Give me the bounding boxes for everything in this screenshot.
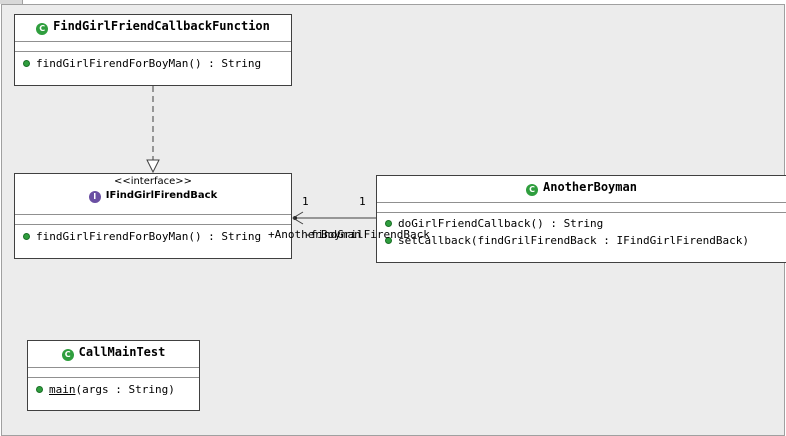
multiplicity-right: 1 — [359, 195, 366, 208]
class-name: CallMainTest — [78, 345, 166, 359]
operations-compartment: doGirlFriendCallback() : String setCallb… — [377, 213, 786, 253]
public-method-icon — [23, 233, 30, 240]
class-another-boyman[interactable]: C AnotherBoyman doGirlFriendCallback() : … — [376, 175, 786, 263]
class-icon: C — [526, 183, 539, 196]
public-method-icon — [385, 237, 392, 244]
operations-compartment: findGirlFirendForBoyMan() : String — [15, 225, 291, 249]
operation[interactable]: findGirlFirendForBoyMan() : String — [23, 55, 291, 72]
operation[interactable]: doGirlFriendCallback() : String — [385, 215, 786, 232]
editor-tab-strip — [0, 0, 23, 4]
class-name: FindGirlFriendCallbackFunction — [53, 19, 270, 33]
class-call-main-test[interactable]: C CallMainTest main(args : String) — [27, 340, 200, 411]
public-method-icon — [36, 386, 43, 393]
attributes-compartment — [15, 215, 291, 224]
class-find-girlfriend-callback-function[interactable]: C FindGirlFriendCallbackFunction findGirl… — [14, 14, 292, 86]
role-label-find-gril-firend-back: -findGrilFirendBack — [304, 228, 430, 241]
attributes-compartment — [28, 368, 199, 377]
interface-ifind-girl-firend-back[interactable]: <<interface>> I IFindGirlFirendBack findG… — [14, 173, 292, 259]
operation[interactable]: setCallback(findGrilFirendBack : IFindGi… — [385, 232, 786, 249]
operations-compartment: main(args : String) — [28, 378, 199, 402]
stereotype-label: <<interface>> — [113, 176, 193, 187]
static-method-name: main — [49, 383, 76, 396]
attributes-compartment — [15, 42, 291, 51]
class-icon: C — [36, 22, 49, 35]
multiplicity-left: 1 — [302, 195, 309, 208]
operation[interactable]: main(args : String) — [36, 381, 199, 398]
operation[interactable]: findGirlFirendForBoyMan() : String — [23, 228, 291, 245]
class-name: AnotherBoyman — [543, 180, 637, 194]
role-label-another-boyman: +AnotherBoyman — [268, 228, 361, 241]
operations-compartment: findGirlFirendForBoyMan() : String — [15, 52, 291, 76]
interface-icon: I — [88, 190, 101, 203]
public-method-icon — [23, 60, 30, 67]
class-icon: C — [61, 348, 74, 361]
attributes-compartment — [377, 203, 786, 212]
interface-name: IFindGirlFirendBack — [105, 190, 218, 201]
public-method-icon — [385, 220, 392, 227]
